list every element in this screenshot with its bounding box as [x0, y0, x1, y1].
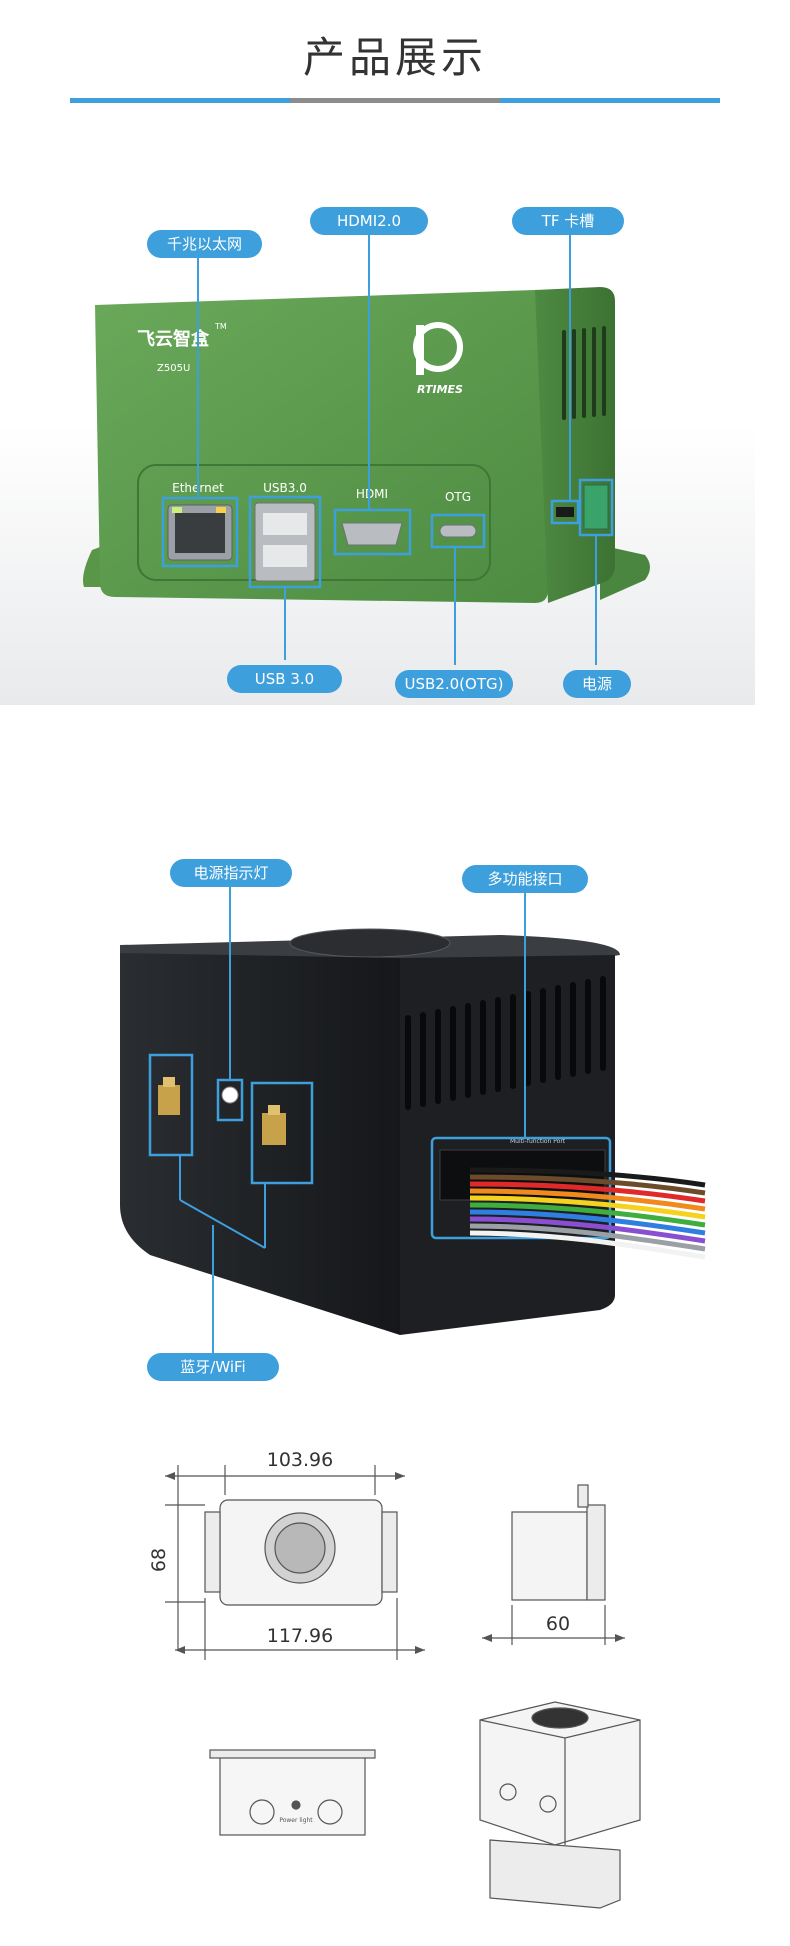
- title-underline-center: [290, 98, 500, 103]
- dimension-height: 68: [148, 1548, 170, 1572]
- dimension-drawings-section: 103.96 68 117.96 60 Power light: [0, 1420, 790, 1946]
- case-model: Z505U: [157, 363, 190, 374]
- ribbon-wires: [469, 1167, 706, 1260]
- callout-bluetooth-wifi: 蓝牙/WiFi: [147, 1353, 279, 1381]
- case-vent-grille: [405, 976, 606, 1110]
- dimension-side-width: 60: [546, 1613, 570, 1635]
- callout-power: 电源: [563, 670, 631, 698]
- antenna-left: [158, 1077, 180, 1115]
- callout-gigabit-ethernet: 千兆以太网: [147, 230, 262, 258]
- side-view-section: Multi-function Port: [0, 855, 790, 1400]
- dimension-bottom-width: 117.96: [267, 1625, 333, 1647]
- antenna-right-highlight: [250, 1081, 314, 1185]
- case-brand: 飞云智盒: [137, 328, 210, 350]
- callout-usb2-otg: USB2.0(OTG): [395, 670, 513, 698]
- port-label-usb: USB3.0: [263, 481, 307, 495]
- tf-slot: [556, 507, 574, 517]
- callout-hdmi: HDMI2.0: [310, 207, 428, 235]
- tf-highlight: [550, 499, 580, 525]
- title-underline-right: [500, 98, 720, 103]
- ethernet-highlight: [161, 496, 239, 568]
- side-view-body: [511, 1511, 588, 1601]
- antenna-right: [262, 1105, 286, 1145]
- port-label-hdmi: HDMI: [356, 487, 388, 501]
- hdmi-port: [341, 522, 403, 546]
- case-left-face: [120, 953, 400, 1335]
- port-label-otg: OTG: [445, 490, 471, 504]
- page-title: 产品展示: [302, 33, 487, 82]
- title-underline-left: [70, 98, 290, 103]
- antenna-left-highlight: [148, 1053, 194, 1157]
- back-view-power-label: Power light: [279, 1817, 313, 1824]
- front-view-illustration: RTIMES 飞云智盒 TM Z505U Ethernet USB3.0 HDM…: [0, 235, 755, 705]
- otg-port: [439, 524, 477, 538]
- front-view-section: RTIMES 飞云智盒 TM Z505U Ethernet USB3.0 HDM…: [0, 195, 790, 705]
- side-leader-lines: [179, 885, 526, 1367]
- front-leader-lines: [197, 235, 597, 665]
- callout-power-led: 电源指示灯: [170, 859, 292, 887]
- case-tm: TM: [214, 322, 227, 331]
- dimension-drawings: 103.96 68 117.96 60 Power light: [148, 1449, 641, 1909]
- power-led: [221, 1086, 239, 1104]
- rtimes-logo: RTIMES: [413, 322, 463, 396]
- power-connector: [583, 484, 609, 530]
- multi-port-label: Multi-function Port: [510, 1138, 566, 1145]
- iso-body: [479, 1701, 641, 1846]
- callout-multi-port: 多功能接口: [462, 865, 588, 893]
- side-view-illustration: Multi-function Port: [120, 885, 706, 1367]
- hdmi-highlight: [333, 508, 412, 556]
- logo-text: RTIMES: [417, 383, 463, 396]
- callout-usb3: USB 3.0: [227, 665, 342, 693]
- dimension-top-width: 103.96: [267, 1449, 333, 1471]
- fan-grille: [289, 928, 451, 958]
- callout-tf-slot: TF 卡槽: [512, 207, 624, 235]
- side-vent-grille: [562, 326, 606, 420]
- otg-highlight: [430, 513, 486, 549]
